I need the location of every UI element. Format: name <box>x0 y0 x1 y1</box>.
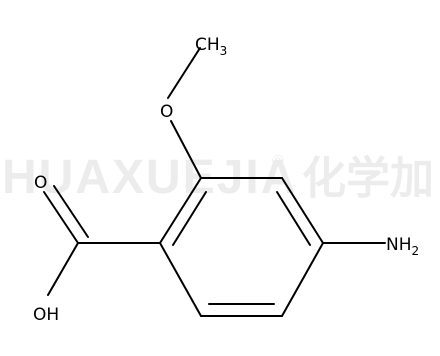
carbonyl-oxygen-label: O <box>34 173 47 193</box>
bond-c4-c5 <box>281 242 324 317</box>
watermark-registered: ® <box>272 153 284 170</box>
amine-subscript: 2 <box>412 244 420 258</box>
bonds <box>43 47 386 317</box>
bond-c3-c4-inner <box>276 191 311 246</box>
bond-c2-o <box>170 120 202 179</box>
watermark-chinese: 化学加 <box>302 153 434 204</box>
amine-n: NH <box>386 235 412 255</box>
ether-oxygen-label: O <box>160 102 173 122</box>
methyl-c: CH <box>195 35 220 55</box>
methyl-subscript: 3 <box>220 44 228 58</box>
bond-c-oh <box>47 242 79 296</box>
bond-c-o-double-a <box>43 191 79 244</box>
bond-c1-c2 <box>159 177 202 244</box>
atom-labels: CH3 O NH2 O OH <box>33 35 419 325</box>
hydroxyl-label: OH <box>33 305 59 325</box>
amine-label: NH2 <box>386 235 419 258</box>
bond-c-o-double-b <box>53 185 89 238</box>
bond-o-ch3 <box>167 47 201 99</box>
methyl-label: CH3 <box>195 35 227 58</box>
bond-c1-c2-inner <box>172 191 207 246</box>
bond-c6-c1 <box>159 242 202 317</box>
bond-c3-c4 <box>281 177 324 244</box>
